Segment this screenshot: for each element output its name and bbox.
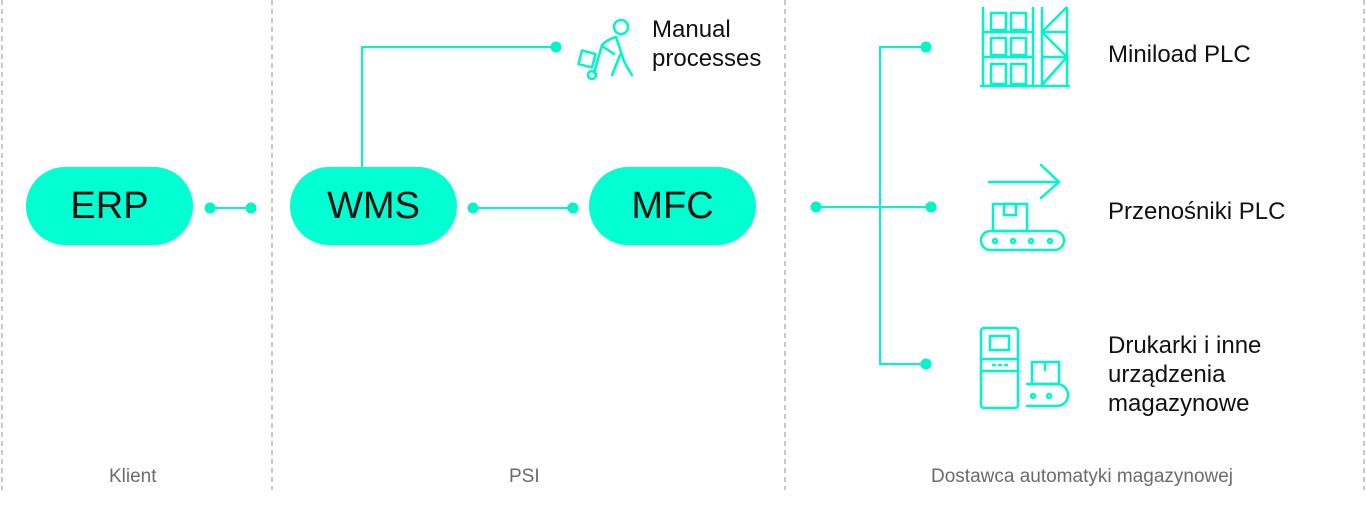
wms-manual-link — [361, 41, 562, 167]
zone-dividers — [1, 0, 1365, 490]
conveyor-icon — [979, 163, 1066, 252]
mfc-node: MFC — [589, 167, 756, 245]
zone-vendor-label: Dostawca automatyki magazynowej — [931, 466, 1234, 487]
zone-client-label: Klient — [109, 466, 157, 487]
printer-kiosk-icon — [979, 326, 1070, 410]
mfc-devices-link — [810, 41, 937, 370]
erp-wms-link — [204, 202, 257, 214]
wms-mfc-link — [467, 202, 579, 214]
wms-node: WMS — [290, 167, 457, 245]
miniload-rack-icon — [980, 6, 1070, 88]
erp-node: ERP — [26, 167, 193, 245]
manual-worker-icon — [577, 18, 634, 81]
miniload-plc-label: Miniload PLC — [1108, 41, 1251, 68]
conveyors-plc-label: Przenośniki PLC — [1108, 198, 1286, 225]
zone-psi-label: PSI — [509, 466, 540, 487]
